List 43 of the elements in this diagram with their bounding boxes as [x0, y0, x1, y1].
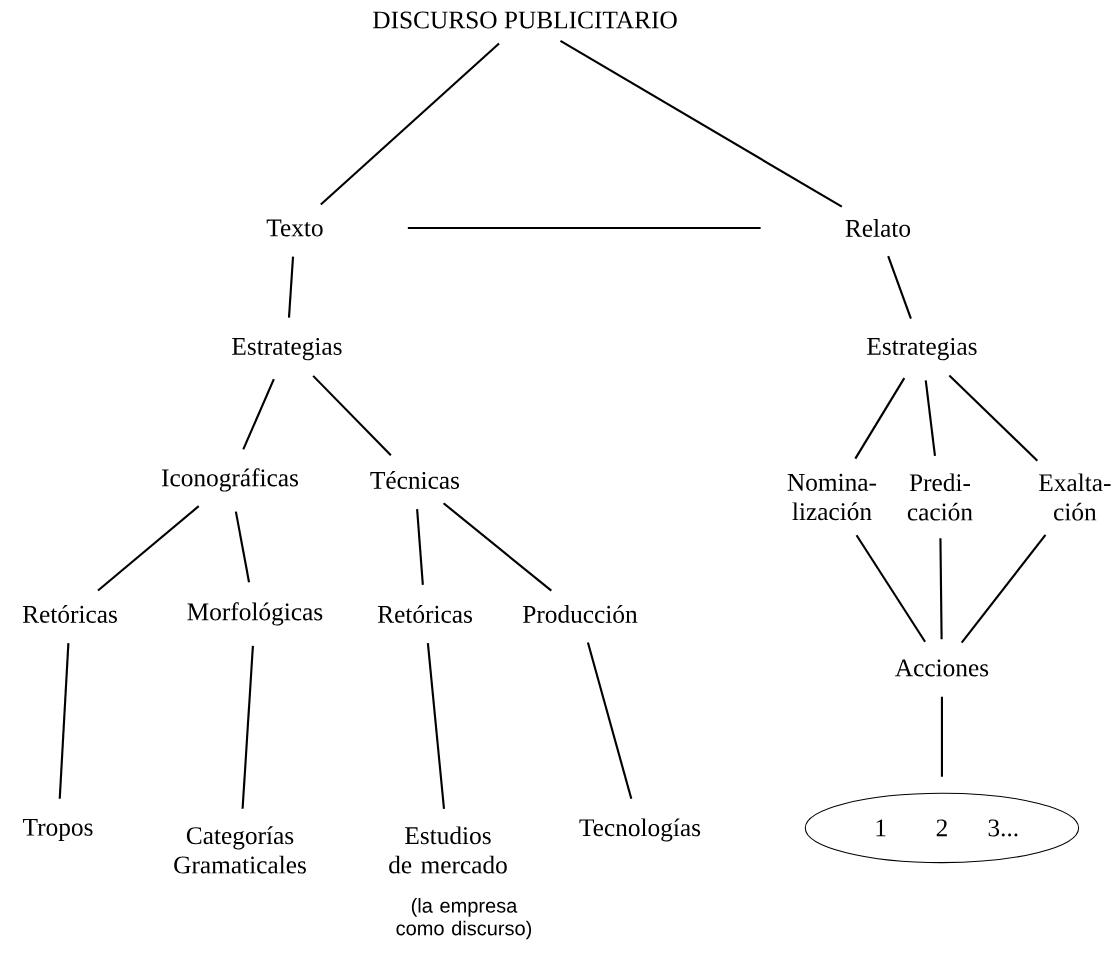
- connector-line: [407, 227, 761, 230]
- node-label: DISCURSO PUBLICITARIO: [373, 11, 677, 29]
- node-label: Tropos: [23, 819, 93, 841]
- node-label: Morfológicas: [187, 602, 323, 626]
- connector-line: [416, 509, 424, 585]
- node-label: Acciones: [895, 659, 989, 677]
- connector-line: [242, 378, 275, 450]
- node-label: Técnicas: [370, 471, 460, 489]
- connector-line: [940, 696, 943, 777]
- connector-line: [854, 377, 906, 460]
- node-label: Exalta- ción: [1039, 473, 1111, 521]
- node-label: Predi- cación: [907, 473, 973, 521]
- connector-line: [442, 502, 552, 592]
- node-label: Relato: [845, 219, 911, 237]
- connector-line: [559, 40, 843, 208]
- connector-line: [586, 642, 633, 800]
- connector-line: [234, 511, 251, 583]
- node-label: Iconográficas: [162, 468, 298, 492]
- node-label: Estrategias: [867, 338, 977, 361]
- connector-line: [426, 643, 446, 809]
- connector-line: [312, 375, 392, 457]
- node-label: Retóricas: [22, 605, 117, 623]
- node-label: Categorías Gramaticales: [174, 826, 306, 874]
- connector-line: [287, 256, 295, 318]
- note-text: (la empresa como discurso): [396, 898, 532, 940]
- connector-line: [241, 645, 254, 809]
- connector-line: [960, 534, 1047, 644]
- ellipse-group: 1 2 3...: [804, 792, 1080, 864]
- connector-line: [58, 643, 70, 799]
- node-label: Texto: [266, 219, 323, 237]
- connector-line: [948, 374, 1039, 462]
- node-label: Retóricas: [377, 605, 472, 623]
- node-label: Estrategias: [232, 338, 342, 361]
- connector-line: [887, 255, 912, 320]
- node-label: Estudios de mercado: [389, 826, 507, 874]
- connector-line: [855, 534, 926, 643]
- node-label: Nomina- lización: [787, 473, 877, 521]
- connector-line: [924, 380, 936, 457]
- connector-line: [97, 505, 200, 592]
- node-label: Producción: [523, 605, 638, 623]
- node-label: Tecnologías: [579, 818, 701, 842]
- connector-line: [320, 42, 500, 206]
- connector-line: [939, 538, 943, 640]
